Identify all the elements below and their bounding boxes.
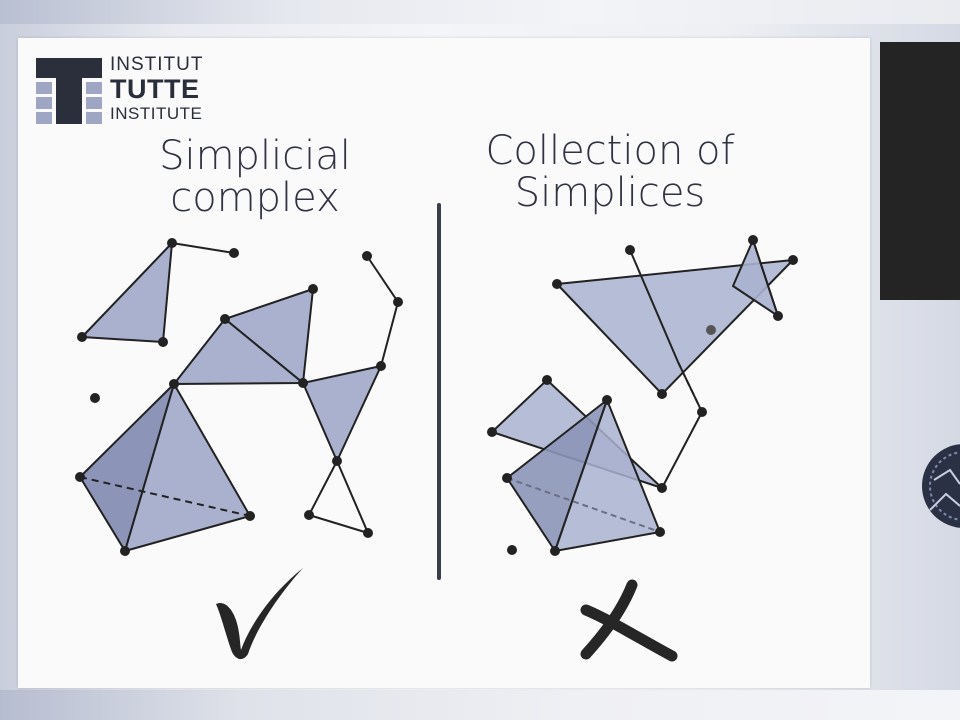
vertex xyxy=(602,395,612,405)
vertex xyxy=(220,314,230,324)
heading-right-line1: Collection of xyxy=(485,128,735,174)
vertex xyxy=(167,238,177,248)
vertex xyxy=(158,337,168,347)
vertex xyxy=(552,279,562,289)
vertex xyxy=(697,407,707,417)
vertex xyxy=(657,483,667,493)
vertex xyxy=(657,389,667,399)
vertex xyxy=(332,456,342,466)
vertex xyxy=(75,472,85,482)
vertex xyxy=(625,245,635,255)
left-edge-chain-1 xyxy=(366,255,399,303)
right-edge-cross-upper xyxy=(629,249,679,363)
vertex xyxy=(304,510,314,520)
right-tetra-face-light xyxy=(554,399,661,552)
right-tetra-hidden-edge xyxy=(506,477,661,533)
vertex xyxy=(550,546,560,556)
logo-text-institute: INSTITUTE xyxy=(110,104,203,123)
top-background-band xyxy=(0,0,960,24)
left-tetra-face-light xyxy=(124,383,251,552)
right-big-triangle xyxy=(556,259,794,395)
left-hollow-triangle xyxy=(308,460,369,534)
cross-mark-icon xyxy=(580,579,678,662)
logo-text-tutte: TUTTE xyxy=(110,74,200,104)
vertex xyxy=(393,297,403,307)
logo-text-institut: INSTITUT xyxy=(110,54,204,75)
vertex xyxy=(120,546,130,556)
left-tetra-hidden-edge xyxy=(79,476,251,517)
right-interior-point xyxy=(706,325,716,335)
bottom-background-band xyxy=(0,690,960,720)
vertex xyxy=(788,255,798,265)
right-vertices xyxy=(487,235,798,556)
right-edge-lower xyxy=(661,411,703,489)
left-vertices xyxy=(75,238,403,556)
vertex xyxy=(298,378,308,388)
vertex xyxy=(655,527,665,537)
vertex xyxy=(542,375,552,385)
tutte-institute-logo xyxy=(36,58,102,124)
left-triangle-top xyxy=(81,242,173,343)
vertex xyxy=(748,235,758,245)
right-collection-of-simplices xyxy=(491,239,794,552)
vertex xyxy=(229,248,239,258)
heading-right-line2: Simplices xyxy=(514,170,706,216)
vertex xyxy=(77,332,87,342)
left-triangle-right xyxy=(302,365,382,462)
slide xyxy=(18,38,870,688)
vertex xyxy=(502,473,512,483)
vertex xyxy=(245,511,255,521)
vertex xyxy=(362,251,372,261)
left-edge-chain-2 xyxy=(380,301,399,367)
heading-left-line1: Simplicial xyxy=(159,133,351,179)
isolated-vertex xyxy=(90,393,100,403)
side-dark-panel xyxy=(880,42,960,300)
vertex xyxy=(376,361,386,371)
side-emblem-icon xyxy=(922,444,960,528)
heading-left-line2: complex xyxy=(170,175,340,221)
vertex xyxy=(487,427,497,437)
left-triangle-middle xyxy=(173,318,304,385)
vertex xyxy=(363,528,373,538)
right-edge-link xyxy=(677,361,703,413)
vertex xyxy=(169,379,179,389)
heading-collection-of-simplices: Collection of Simplices xyxy=(470,130,750,214)
vertex xyxy=(308,284,318,294)
vertex xyxy=(773,311,783,321)
left-edge-top xyxy=(171,242,235,254)
right-small-edge xyxy=(752,239,779,317)
check-mark-icon xyxy=(216,568,303,660)
isolated-vertex xyxy=(507,545,517,555)
left-simplicial-complex xyxy=(79,242,399,552)
heading-simplicial-complex: Simplicial complex xyxy=(130,135,380,219)
